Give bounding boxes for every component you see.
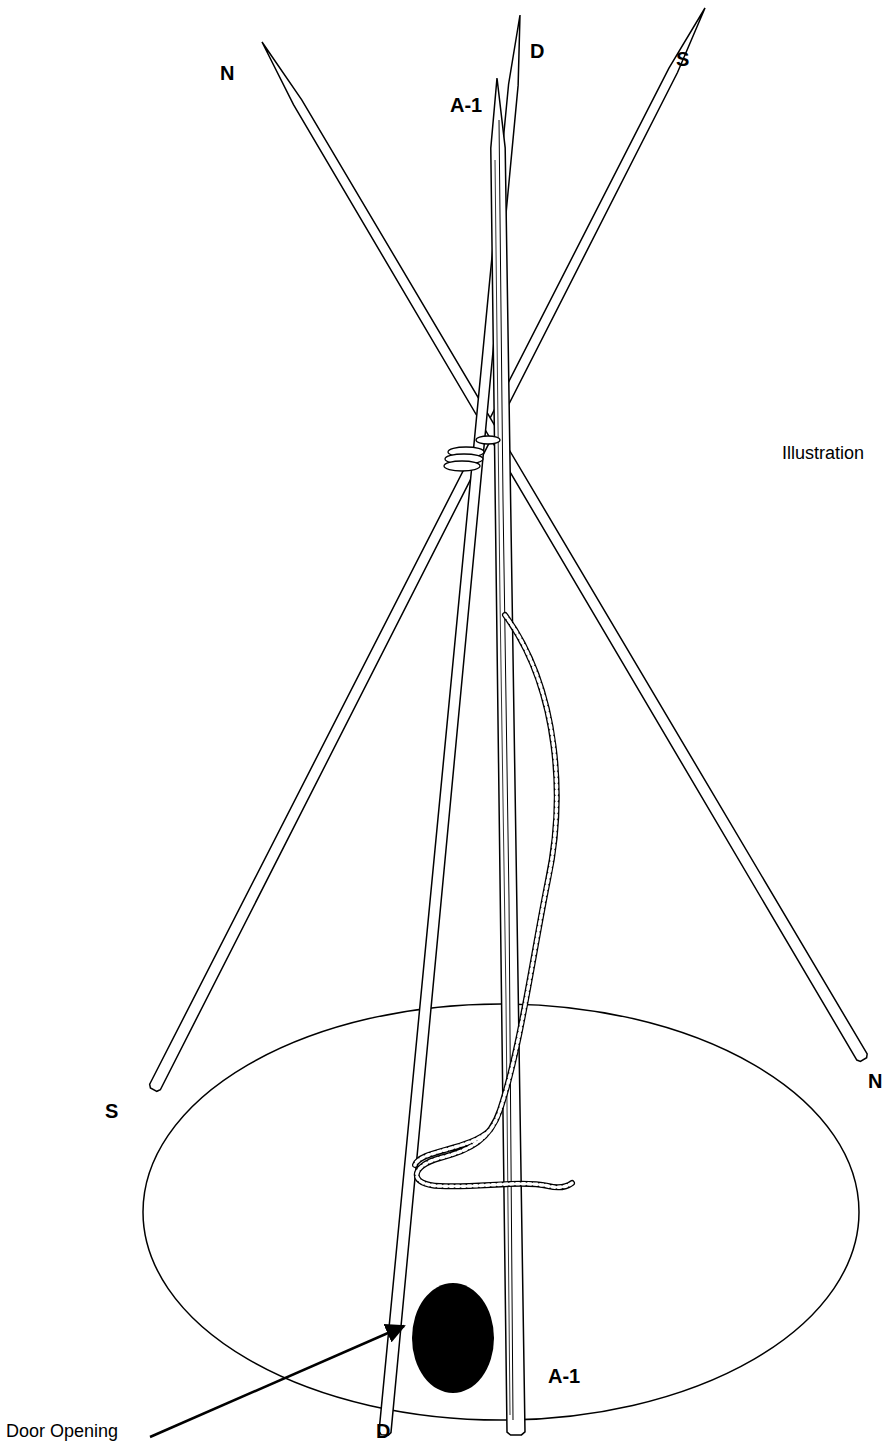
pole xyxy=(491,78,525,1435)
pole-label: N xyxy=(220,62,234,84)
pole-label: A-1 xyxy=(450,94,482,116)
pole-label: S xyxy=(105,1100,118,1122)
leader-arrow xyxy=(150,1326,404,1437)
pole-grain xyxy=(495,160,510,1415)
pole xyxy=(262,42,867,1061)
pole-label: A-1 xyxy=(548,1365,580,1387)
pole-label: S xyxy=(676,48,689,70)
pole-grain xyxy=(499,120,513,1420)
pole-label: D xyxy=(530,40,544,62)
door-opening xyxy=(412,1283,494,1393)
pole-label: D xyxy=(376,1420,390,1442)
poles xyxy=(150,8,868,1435)
illustration-label: Illustration xyxy=(782,444,864,464)
lashing-knot xyxy=(444,436,500,471)
pole-label: N xyxy=(868,1070,882,1092)
rope xyxy=(415,615,572,1187)
ground-circle xyxy=(143,1004,859,1420)
door-opening-label: Door Opening xyxy=(6,1422,118,1442)
